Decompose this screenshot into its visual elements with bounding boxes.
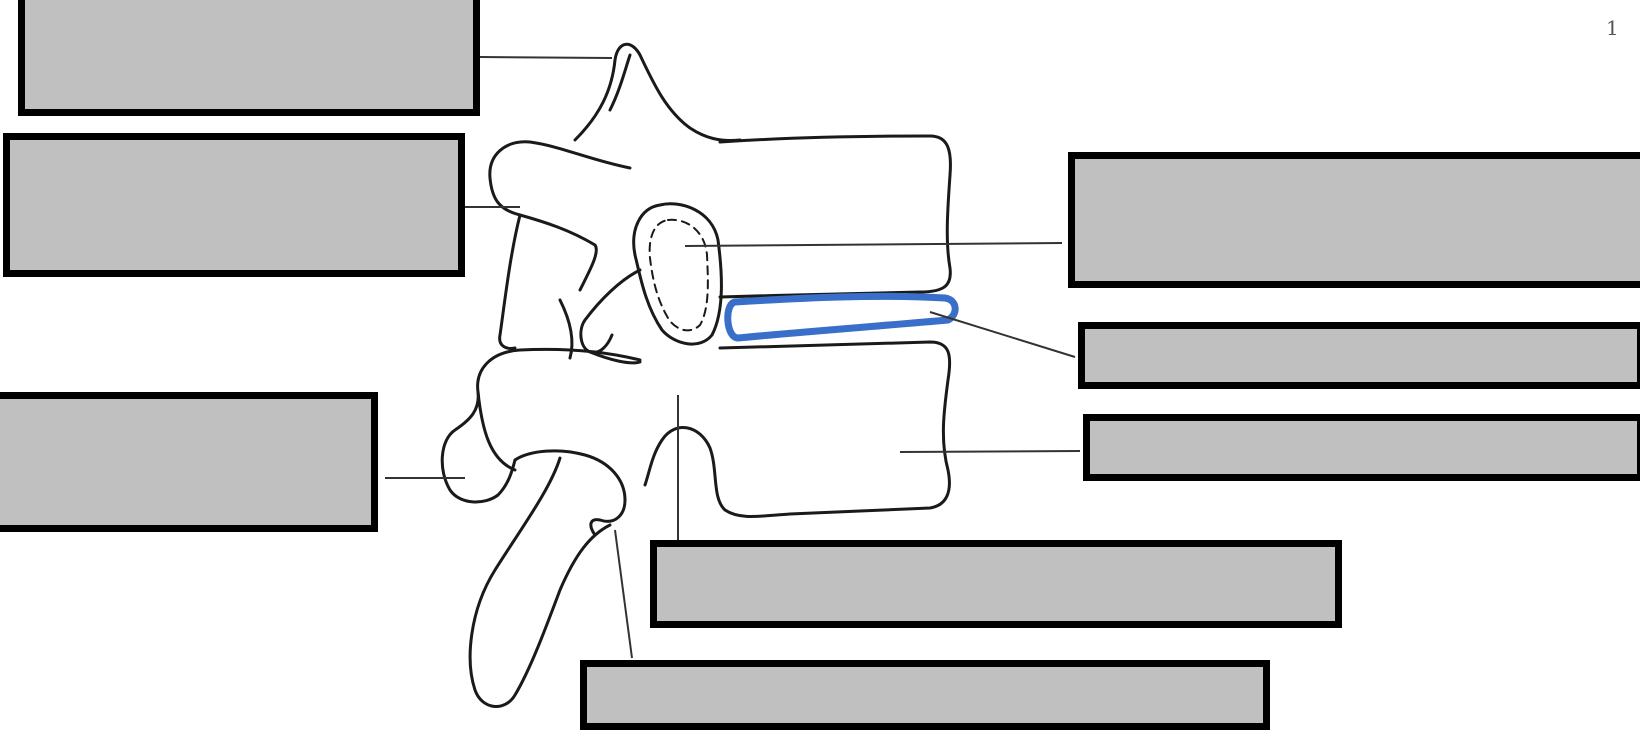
intervertebral-disc: [728, 296, 955, 338]
lower-transverse-process: [442, 349, 640, 502]
leader-line-1: [480, 57, 612, 58]
label-box-8[interactable]: [580, 660, 1270, 730]
leader-line-6: [900, 451, 1080, 452]
leader-line-4: [685, 243, 1062, 246]
label-box-6[interactable]: [1083, 414, 1640, 481]
inferior-articular-process: [581, 270, 640, 353]
label-box-5[interactable]: [1078, 322, 1640, 389]
corner-mark: 1: [1606, 16, 1619, 40]
label-box-4[interactable]: [1068, 152, 1640, 288]
foramen-dashed-outline: [650, 220, 708, 331]
label-box-1[interactable]: [18, 0, 480, 116]
leader-line-8: [615, 530, 632, 658]
label-box-7[interactable]: [650, 540, 1342, 628]
superior-process-inner: [610, 55, 630, 110]
label-box-3[interactable]: [0, 392, 378, 532]
label-box-2[interactable]: [3, 133, 465, 277]
leader-line-5: [930, 312, 1075, 357]
lower-vertebral-body: [645, 342, 950, 517]
upper-vertebral-body: [720, 136, 950, 297]
lamina: [500, 215, 520, 348]
